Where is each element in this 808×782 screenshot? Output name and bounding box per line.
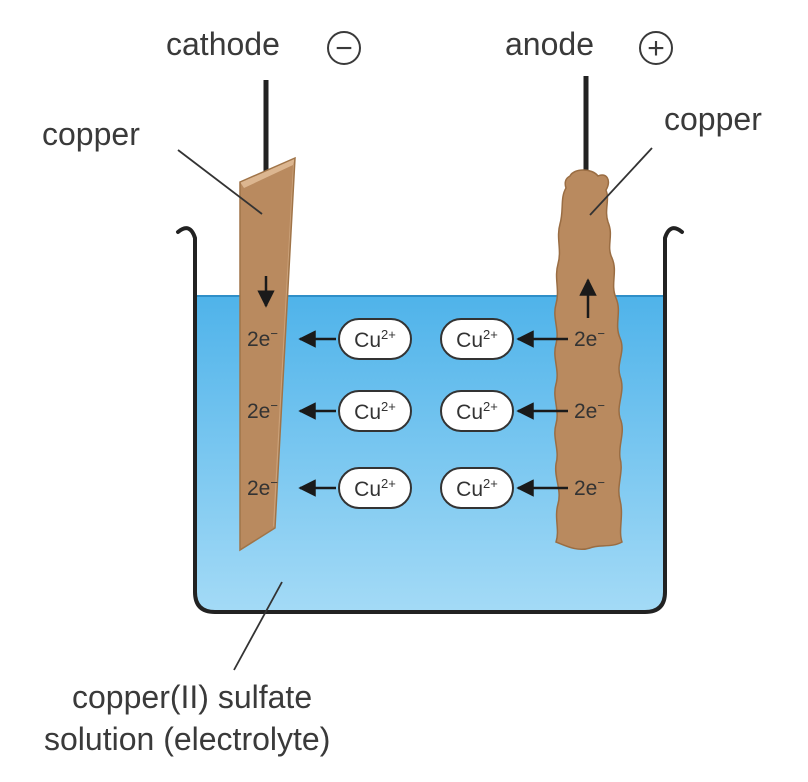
anode-electrode bbox=[554, 169, 623, 551]
cathode-electrons: 2e− bbox=[247, 326, 278, 351]
cu-ion-right bbox=[440, 467, 514, 509]
anode-copper-leader bbox=[589, 147, 653, 216]
anode-electrons: 2e− bbox=[574, 475, 605, 500]
beaker bbox=[176, 226, 684, 614]
cathode-label: cathode bbox=[166, 26, 280, 62]
cu-ion-left-label: Cu2+ bbox=[354, 476, 396, 501]
cu-ion-left-label: Cu2+ bbox=[354, 399, 396, 424]
anode-electrons: 2e− bbox=[574, 326, 605, 351]
positive-terminal-icon bbox=[639, 31, 673, 65]
cu-ion-left bbox=[338, 390, 412, 432]
cu-ion-right bbox=[440, 318, 514, 360]
cu-ion-right bbox=[440, 390, 514, 432]
anode-label: anode bbox=[505, 26, 594, 62]
cathode-electrons: 2e− bbox=[247, 475, 278, 500]
negative-terminal-icon bbox=[327, 31, 361, 65]
cu-ion-right-label: Cu2+ bbox=[456, 476, 498, 501]
cathode-plate bbox=[239, 156, 296, 552]
solution-label-line1: copper(II) sulfate bbox=[72, 679, 312, 715]
anode-sign: + bbox=[647, 32, 665, 65]
cu-ion-right-label: Cu2+ bbox=[456, 399, 498, 424]
cu-ion-right-label: Cu2+ bbox=[456, 327, 498, 352]
cathode-copper-leader bbox=[177, 149, 263, 215]
solution-leader bbox=[233, 581, 283, 671]
cathode-material-label: copper bbox=[42, 116, 140, 152]
anode-material-label: copper bbox=[664, 101, 762, 137]
cu-ion-left bbox=[338, 318, 412, 360]
anode-electrons: 2e− bbox=[574, 398, 605, 423]
cathode-electrons: 2e− bbox=[247, 398, 278, 423]
solution-label-line2: solution (electrolyte) bbox=[44, 721, 330, 757]
ion-row: 2e− Cu2+ Cu2+ 2e− bbox=[247, 467, 605, 509]
electrolyte-solution bbox=[197, 296, 663, 610]
cathode-sign: − bbox=[335, 32, 353, 65]
ion-row: 2e− Cu2+ Cu2+ 2e− bbox=[247, 318, 605, 360]
ion-row: 2e− Cu2+ Cu2+ 2e− bbox=[247, 390, 605, 432]
cu-ion-left bbox=[338, 467, 412, 509]
cu-ion-left-label: Cu2+ bbox=[354, 327, 396, 352]
